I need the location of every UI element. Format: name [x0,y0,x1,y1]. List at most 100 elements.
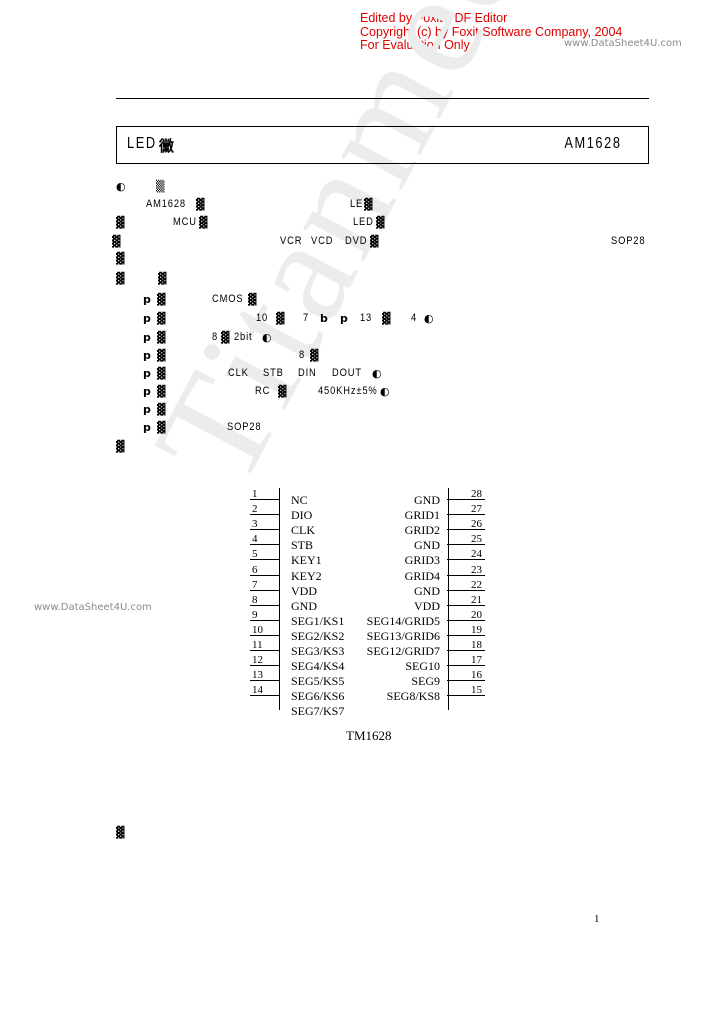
pin-lead-right [447,650,485,651]
feature-5-a: CLK [228,367,249,379]
pin-name-right: SEG14/GRID5 [366,613,440,628]
feature-glyph: ▓ [157,385,166,398]
feature-glyph: ▓ [221,331,230,344]
feature-glyph: ▓ [278,385,287,398]
desc-led-1: LE [350,198,364,210]
pin-lead-left [250,589,279,591]
pin-lead-left [250,544,279,546]
feature-glyph: ▓ [382,312,391,325]
desc-mcu: MCU [173,216,197,228]
pin-number-left: 13 [252,669,263,682]
feature-glyph: ◐ [262,331,272,344]
pin-name-left: DIO [291,508,313,523]
feature-5-d: DOUT [332,367,362,379]
bullet: p [143,312,151,325]
pin-lead-right [447,499,485,500]
header-rule [116,98,649,99]
desc-glyph-2: ▓ [364,198,373,211]
pin-name-right: SEG8/KS8 [386,689,440,704]
bullet: p [143,293,151,306]
pin-name-right: GRID3 [404,553,440,568]
feature-glyph: ▓ [157,367,166,380]
feature-8-a: SOP28 [227,421,262,433]
section-marker-1: ◐ [116,180,126,193]
feature-4-a: 8 [299,349,306,361]
desc-vcd: VCD [311,235,334,247]
pin-name-left: SEG1/KS1 [291,613,345,628]
pin-number-right: 19 [471,623,482,636]
pin-name-right: SEG10 [405,659,440,674]
foxit-line-2: Copyright (c) by Foxit Software Company,… [360,25,623,39]
pin-lead-right [447,680,485,682]
feature-glyph: ▓ [157,331,166,344]
pin-lead-right [447,559,485,561]
pin-number-left: 12 [252,654,263,667]
title-right: AM1628 [564,135,622,152]
desc-glyph-7: ▓ [370,235,379,248]
section-glyph-2: ▓ [158,272,167,285]
pin-diagram-frame [279,488,449,710]
feature-6-a: RC [255,385,271,397]
pin-number-right: 24 [471,548,482,561]
pin-number-left: 1 [252,488,258,500]
pin-number-right: 16 [471,669,482,682]
pin-name-right: GRID4 [404,568,440,583]
desc-glyph-3: ▓ [116,216,125,229]
feature-5-b: STB [263,367,284,379]
pin-number-left: 10 [252,623,263,636]
pin-number-left: 11 [252,639,263,651]
bullet: p [143,403,151,416]
page-number: 1 [594,913,600,925]
pin-lead-left [250,529,279,531]
feature-glyph: ▓ [157,293,166,306]
pin-name-left: STB [291,538,314,553]
title-glyph: 黴 [159,137,175,155]
pin-number-right: 25 [471,533,482,546]
title-box: LED 黴 AM1628 [116,126,649,164]
pin-number-right: 26 [471,518,482,531]
pin-name-right: GRID1 [404,508,440,523]
pin-lead-left [250,680,279,682]
pin-lead-left [250,499,279,500]
desc-led-2: LED [353,216,374,228]
pin-diagram-caption: TM1628 [346,728,392,743]
pin-number-right: 15 [471,684,482,697]
bullet: p [143,331,151,344]
bullet: p [143,367,151,380]
feature-2-a: 10 [256,312,269,324]
pin-number-right: 22 [471,578,482,591]
feature-glyph: ▓ [276,312,285,325]
section-marker-2: ▓ [116,272,125,285]
pin-lead-left [250,559,279,561]
pin-number-left: 6 [252,563,258,576]
pin-number-right: 21 [471,593,482,606]
desc-glyph-6: ▓ [112,235,121,248]
watermark-url-top: www.DataSheet4U.com [564,38,682,49]
pin-name-left: NC [291,493,308,507]
watermark-url-left: www.DataSheet4U.com [34,602,152,613]
feature-2-b: 7 [303,312,310,324]
feature-glyph: p [340,312,348,325]
pin-number-right: 20 [471,608,482,621]
bullet: p [143,385,151,398]
pin-lead-left [250,665,279,667]
pin-number-left: 7 [252,578,258,591]
pin-number-left: 5 [252,548,258,561]
pin-number-left: 4 [252,533,258,546]
section-glyph-1: ▒ [156,180,165,193]
pin-name-left: KEY1 [291,553,322,568]
pin-name-left: KEY2 [291,568,322,583]
pin-name-left: CLK [291,523,315,538]
pin-number-left: 8 [252,593,258,606]
pin-lead-right [447,544,485,546]
pin-lead-left [250,695,279,697]
feature-5-c: DIN [298,367,317,379]
pin-lead-right [447,665,485,667]
feature-1-a: CMOS [212,293,244,305]
desc-dvd: DVD [345,235,368,247]
pin-name-left: VDD [291,583,317,598]
pin-lead-left [250,619,279,621]
pin-name-right: GRID2 [404,523,440,538]
feature-glyph: ▓ [157,403,166,416]
pin-name-left: SEG3/KS3 [291,644,345,658]
